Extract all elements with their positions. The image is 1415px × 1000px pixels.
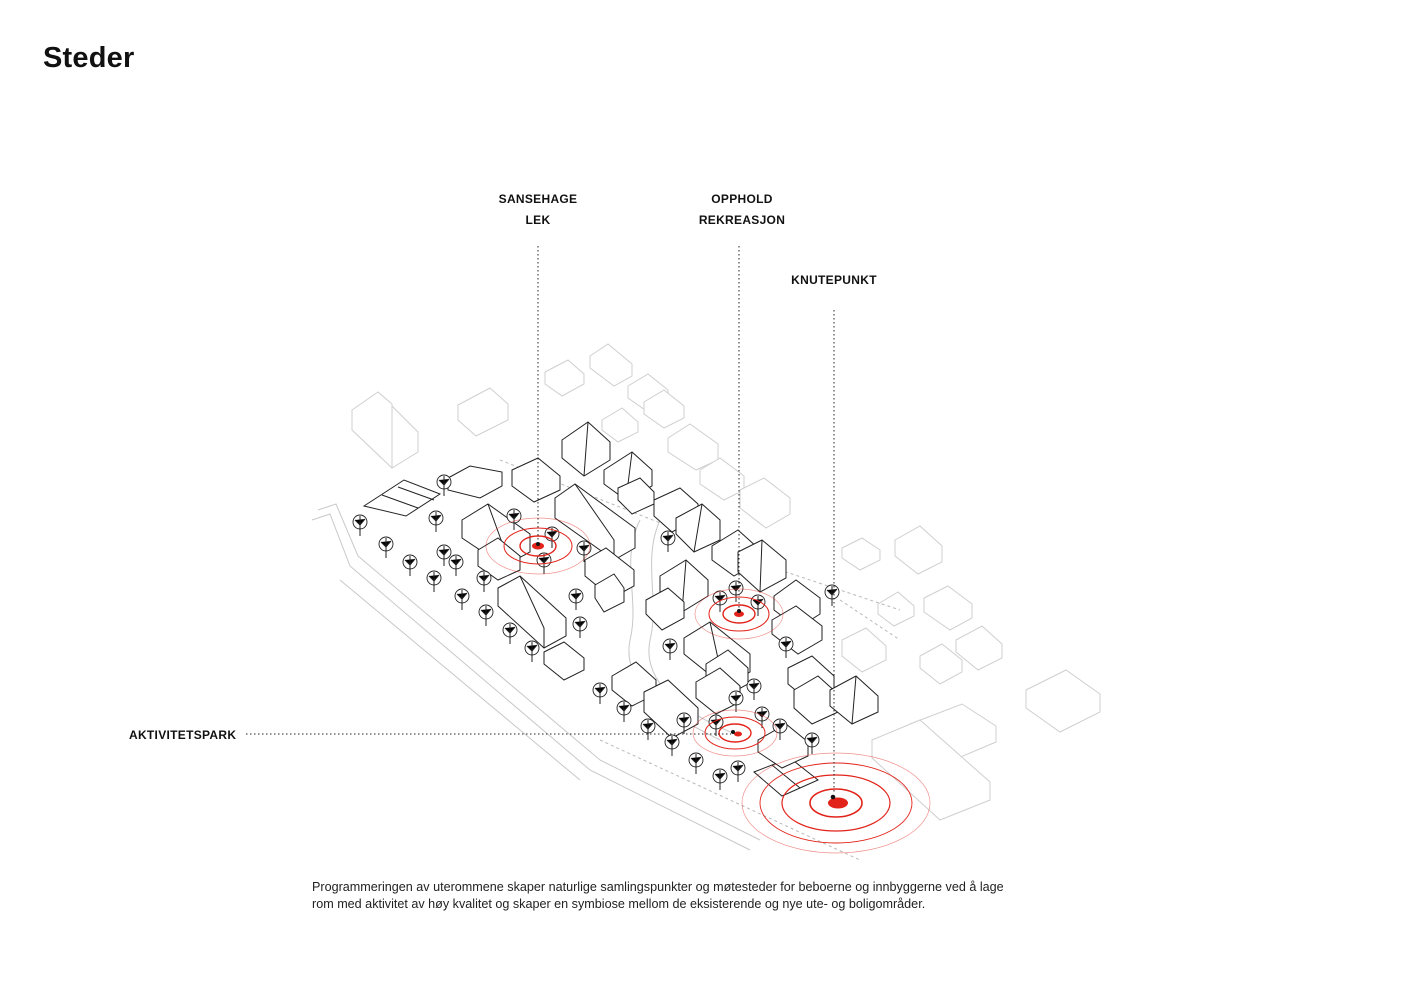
tree-icon (778, 636, 794, 658)
tree-icon (804, 732, 820, 754)
tree-icon (592, 682, 608, 704)
tree-icon (660, 530, 676, 552)
label-sansehage: SANSEHAGE (498, 192, 578, 206)
tree-icon (728, 690, 744, 712)
caption: Programmeringen av uterommene skaper nat… (312, 879, 1072, 913)
label-aktivitetspark: AKTIVITETSPARK (129, 728, 237, 742)
tree-icon (506, 508, 522, 530)
target-knutepunkt (741, 752, 931, 854)
tree-icon (448, 554, 464, 576)
tree-icon (746, 678, 762, 700)
target-sansehage (485, 517, 591, 575)
tree-icon (436, 544, 452, 566)
label-opphold-rekreasjon: OPPHOLD REKREASJON (682, 189, 802, 231)
tree-icon (454, 588, 470, 610)
tree-icon (728, 580, 744, 602)
tree-icon (378, 536, 394, 558)
tree-icon (352, 514, 368, 536)
page-title: Steder (43, 42, 135, 74)
tree-icon (824, 584, 840, 606)
label-rekreasjon: REKREASJON (698, 213, 786, 227)
tree-icon (754, 706, 770, 728)
tree-icon (616, 700, 632, 722)
tree-icon (640, 718, 656, 740)
tree-icon (730, 760, 746, 782)
tree-icon (436, 474, 452, 496)
target-aktivitetspark (692, 709, 778, 757)
tree-icon (524, 640, 540, 662)
tree-icon (426, 570, 442, 592)
tree-icon (750, 594, 766, 616)
tree-icon (478, 604, 494, 626)
label-lek: LEK (525, 213, 551, 227)
tree-icon (664, 734, 680, 756)
caption-line-1: Programmeringen av uterommene skaper nat… (312, 880, 1004, 894)
tree-icon (712, 768, 728, 790)
trees (352, 474, 840, 790)
label-knutepunkt: KNUTEPUNKT (791, 273, 877, 287)
leader-lines (246, 246, 835, 794)
tree-icon (676, 712, 692, 734)
tree-icon (476, 570, 492, 592)
caption-line-2: rom med aktivitet av høy kvalitet og ska… (312, 897, 926, 911)
label-sansehage-lek: SANSEHAGE LEK (488, 189, 588, 231)
target-opphold (694, 588, 784, 640)
tree-icon (402, 554, 418, 576)
tree-icon (568, 588, 584, 610)
tree-icon (572, 616, 588, 638)
tree-icon (662, 638, 678, 660)
label-opphold: OPPHOLD (711, 192, 773, 206)
tree-icon (708, 714, 724, 736)
tree-icon (502, 622, 518, 644)
tree-icon (428, 510, 444, 532)
tree-icon (688, 752, 704, 774)
context-buildings (351, 343, 1101, 821)
